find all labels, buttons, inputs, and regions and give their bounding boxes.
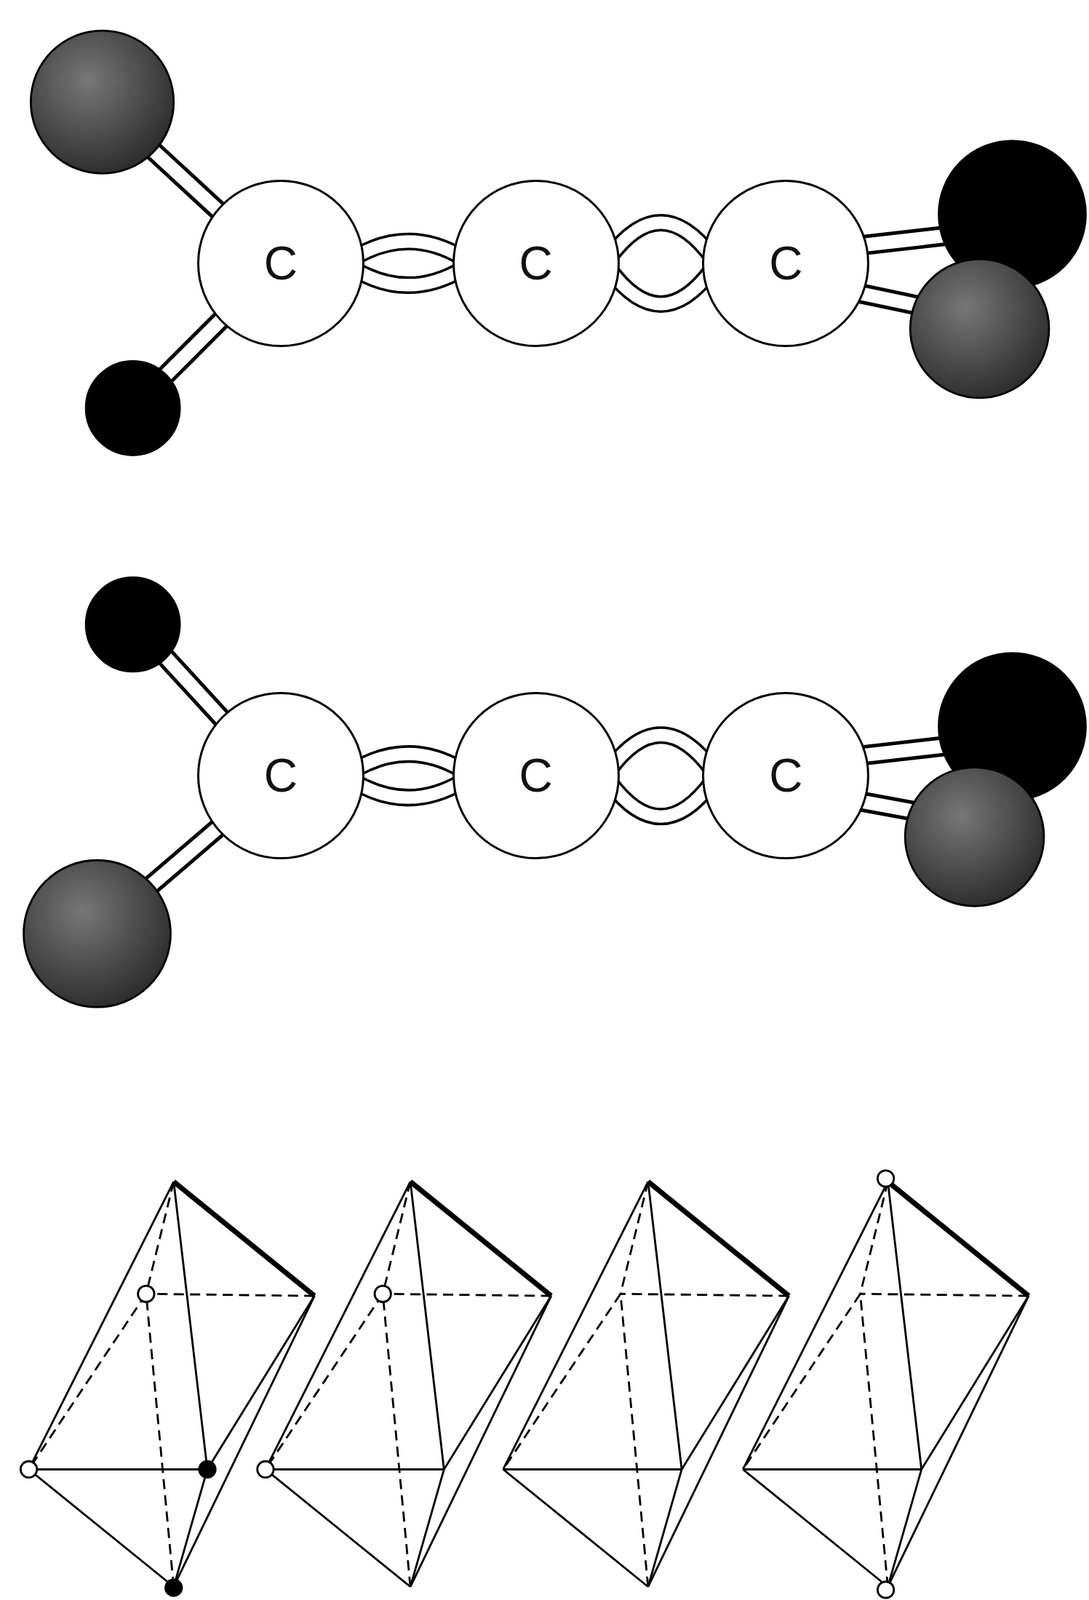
atom-symbol: C <box>768 240 803 287</box>
atom-symbol: C <box>264 240 298 287</box>
octahedra-chain <box>20 1170 1029 1599</box>
double-bond <box>609 222 713 305</box>
double-bond <box>609 734 713 817</box>
atom-symbol: C <box>768 752 803 799</box>
carbon-atom: C <box>197 691 365 860</box>
carbon-atom: C <box>452 691 620 860</box>
carbon-atom: C <box>701 179 870 347</box>
substituent-bonds <box>112 122 1001 919</box>
double-bond <box>354 241 463 286</box>
atom-symbol: C <box>518 752 553 799</box>
atom-symbol: C <box>264 752 298 799</box>
carbon-atom: C <box>197 179 365 347</box>
atom-symbol: C <box>518 240 553 287</box>
carbon-atom: C <box>452 179 620 347</box>
carbon-atom: C <box>701 691 870 860</box>
substituent-atoms <box>24 30 1087 1007</box>
double-bond <box>354 753 463 798</box>
